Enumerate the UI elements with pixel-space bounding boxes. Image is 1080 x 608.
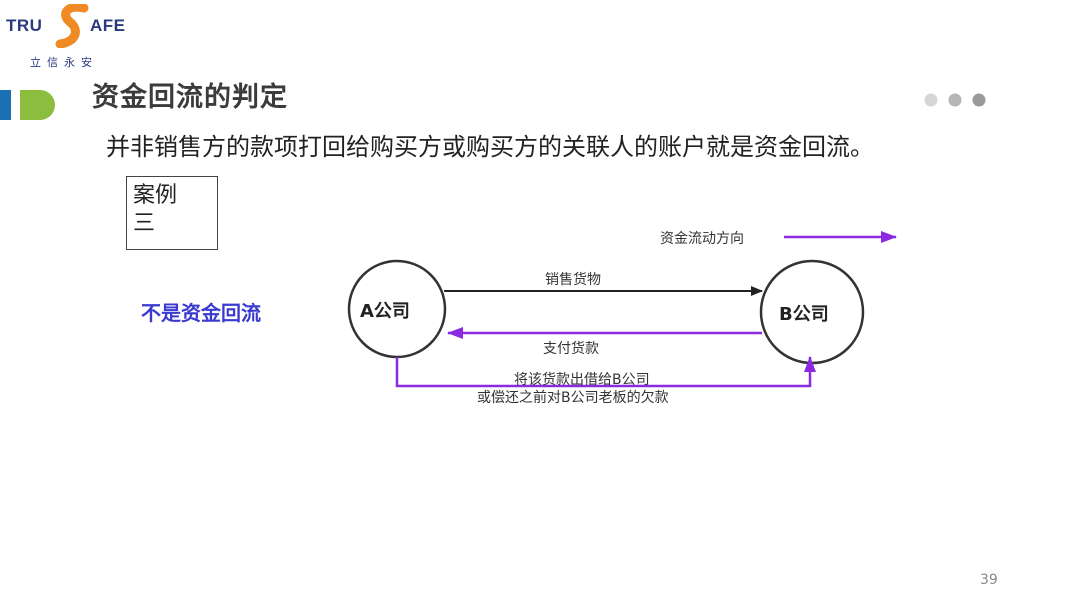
title-accent-icon [0,90,55,120]
loan-arrow [395,356,816,388]
loan-edge-label-line1: 将该货款出借给B公司 [514,372,650,388]
node-a-label: A公司 [360,301,410,322]
slide-subtitle: 并非销售方的款项打回给购买方或购买方的关联人的账户就是资金回流。 [106,133,874,161]
page-number: 39 [980,572,998,588]
case-label-box: 案例 三 [126,176,218,250]
verdict-text: 不是资金回流 [141,301,261,325]
goods-edge-label: 销售货物 [545,272,601,288]
company-logo: TRU AFE 立信永安 [6,4,136,70]
loan-edge-label-line2: 或偿还之前对B公司老板的欠款 [477,390,669,406]
legend-label: 资金流动方向 [660,231,744,247]
slide-title: 资金回流的判定 [92,82,288,113]
decorative-dots-icon [924,93,986,107]
logo-text-right: AFE [90,16,126,35]
logo-text-left: TRU [6,16,43,35]
payment-edge-label: 支付货款 [543,341,599,357]
logo-s-mark-icon [55,4,89,48]
logo-chinese-text: 立信永安 [30,56,98,69]
node-b-label: B公司 [779,304,829,325]
